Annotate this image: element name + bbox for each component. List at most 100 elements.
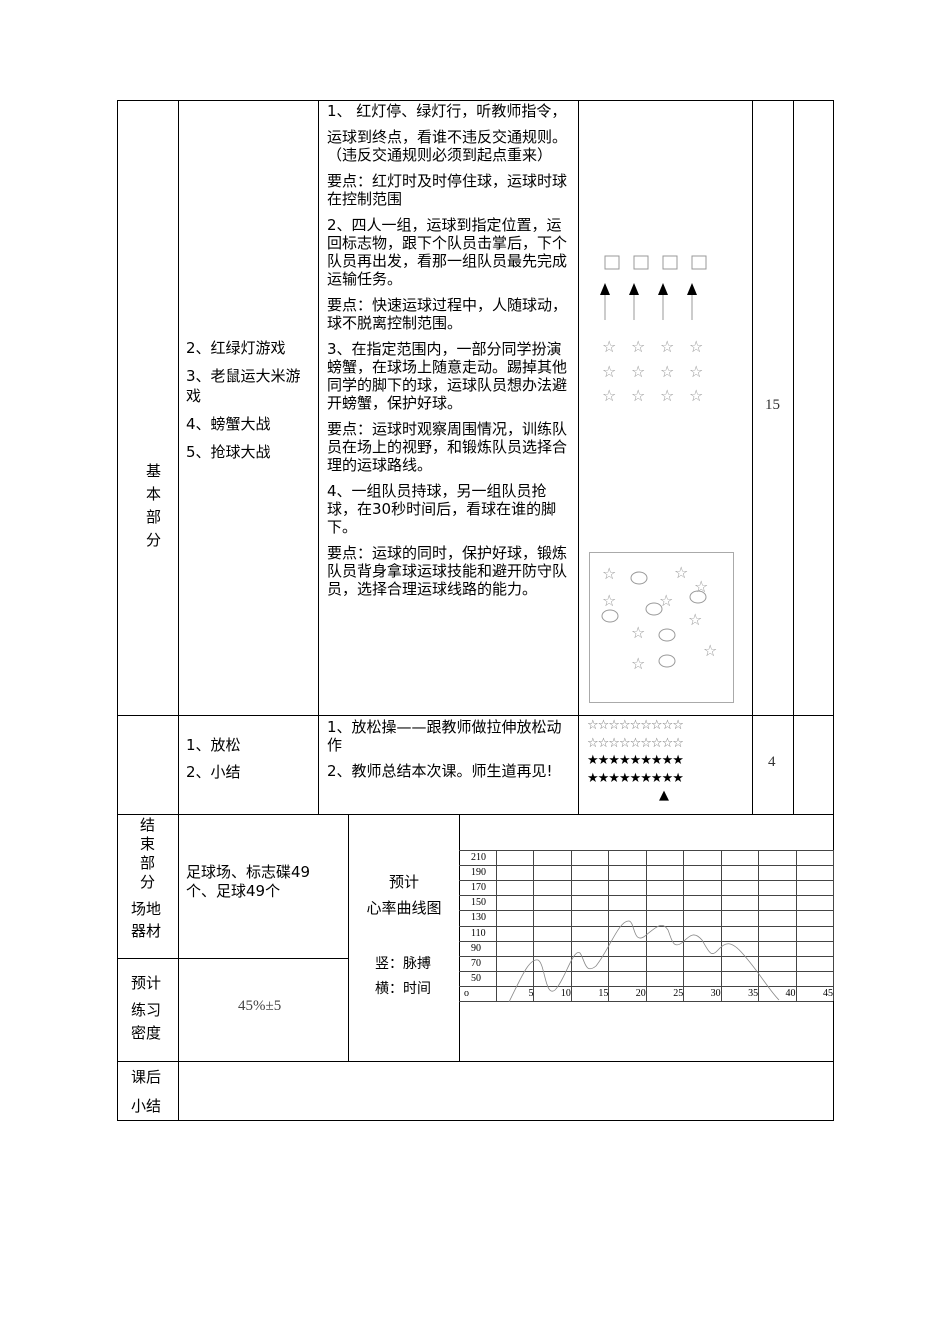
grid-line: [683, 850, 685, 1001]
svg-text:☆: ☆: [689, 386, 703, 405]
label-line: 预计: [388, 873, 419, 891]
grid-line: [758, 850, 760, 1001]
formation-row: ☆☆☆☆☆☆☆☆☆: [587, 718, 684, 733]
svg-text:☆: ☆: [631, 654, 645, 673]
game-item: 2、红绿灯游戏: [186, 339, 286, 357]
game-list: 2、红绿灯游戏 3、老鼠运大米游戏 4、螃蟹大战 5、抢球大战: [186, 338, 314, 470]
ending-item: 1、放松: [186, 736, 241, 754]
label-line: 小结: [131, 1097, 162, 1115]
grid-line: [496, 850, 497, 1001]
y-tick-label: 150: [471, 897, 486, 909]
x-tick-label: 35: [748, 987, 759, 999]
content-paragraph: 要点：运球的同时，保护好球，锻炼队员背身拿球运球技能和避开防守队员，选择合理运球…: [327, 544, 568, 598]
game-item: 4、螃蟹大战: [186, 415, 271, 433]
axis-horizontal-note: 横：时间: [375, 981, 431, 997]
x-tick-label: 30: [710, 987, 721, 999]
grid-line: [608, 850, 610, 1001]
label-line: 练习: [131, 1001, 162, 1019]
ending-content: 1、放松操——跟教师做拉伸放松动作 2、教师总结本次课。师生道再见!: [327, 718, 573, 788]
summary-label: 课后 小结: [131, 1063, 165, 1121]
x-tick-label: 5: [528, 987, 534, 999]
ending-items: 1、放松 2、小结: [186, 736, 314, 790]
label-line: 心率曲线图: [366, 899, 442, 917]
svg-text:☆: ☆: [631, 623, 645, 642]
ending-item: 2、小结: [186, 763, 241, 781]
section-label-basic: 基本部分: [146, 462, 162, 549]
content-paragraph: 要点：红灯时及时停住球，运球时球在控制范围: [327, 172, 568, 208]
content-paragraph: 运球到终点，看谁不违反交通规则。（违反交通规则必须到起点重来）: [327, 128, 568, 164]
label-line: 课后: [131, 1068, 162, 1086]
density-label: 预计 练习 密度: [131, 972, 165, 1045]
content-paragraph: 2、四人一组，运球到指定位置，运回标志物，跟下个队员击掌后，下个队员再出发，看那…: [327, 216, 568, 288]
formation-row: ★★★★★★★★★: [587, 770, 684, 786]
x-tick-label: 10: [560, 987, 571, 999]
svg-text:☆: ☆: [659, 591, 673, 610]
y-tick-label: 90: [471, 942, 481, 954]
grid-line: [645, 850, 647, 1001]
svg-text:☆: ☆: [660, 337, 674, 356]
relay-diagram: ☆ ☆ ☆ ☆ ☆ ☆ ☆ ☆ ☆ ☆ ☆ ☆: [600, 255, 707, 405]
svg-text:☆: ☆: [660, 386, 674, 405]
svg-text:☆: ☆: [602, 362, 616, 381]
axis-vertical-note: 竖：脉搏: [375, 956, 431, 972]
content-paragraph: 3、在指定范围内，一部分同学扮演螃蟹，在球场上随意走动。踢掉其他同学的脚下的球，…: [327, 340, 568, 412]
venue-label: 场地器材: [131, 900, 162, 940]
grid-line: [833, 850, 834, 1001]
content-paragraph: 1、放松操——跟教师做拉伸放松动作: [327, 718, 562, 754]
content-paragraph: 4、一组队员持球，另一组队员抢球，在30秒时间后，看球在谁的脚下。: [327, 482, 557, 536]
grid-line: [570, 850, 572, 1001]
x-tick-label: 40: [785, 987, 796, 999]
svg-text:☆: ☆: [631, 386, 645, 405]
ending-formation: ☆☆☆☆☆☆☆☆☆ ☆☆☆☆☆☆☆☆☆ ★★★★★★★★★ ★★★★★★★★★ …: [587, 717, 684, 805]
label-line: 密度: [131, 1024, 162, 1042]
y-tick-label: 50: [471, 972, 481, 984]
y-tick-label: 130: [471, 912, 486, 924]
svg-text:☆: ☆: [688, 610, 702, 629]
x-tick-label: 25: [673, 987, 684, 999]
svg-text:☆: ☆: [674, 563, 688, 582]
grid-line: [720, 850, 722, 1001]
teacher-marker: ▲: [659, 788, 669, 803]
y-tick-label: 170: [471, 882, 486, 894]
label-line: 预计: [131, 974, 162, 992]
x-tick-label: 15: [598, 987, 609, 999]
svg-text:☆: ☆: [689, 337, 703, 356]
density-value: 45%±5: [238, 998, 282, 1014]
content-paragraph: 2、教师总结本次课。师生道再见!: [327, 762, 553, 780]
y-tick-label: 70: [471, 957, 481, 969]
x-tick-label: 20: [635, 987, 646, 999]
svg-text:☆: ☆: [602, 386, 616, 405]
grid-line: [795, 850, 797, 1001]
svg-text:☆: ☆: [602, 337, 616, 356]
svg-text:☆: ☆: [660, 362, 674, 381]
y-tick-label: 110: [471, 927, 486, 939]
svg-text:☆: ☆: [602, 564, 616, 583]
content-paragraph: 要点：快速运球过程中，人随球动，球不脱离控制范围。: [327, 296, 568, 332]
crab-game-diagram: ☆☆☆☆☆☆☆☆☆: [589, 552, 734, 703]
y-tick-label: 190: [471, 867, 486, 879]
y-tick-label: 210: [471, 852, 486, 863]
formation-row: ★★★★★★★★★: [587, 753, 684, 768]
x-tick-label: o: [464, 987, 469, 999]
x-tick-label: 45: [823, 987, 833, 999]
game-item: 3、老鼠运大米游戏: [186, 367, 301, 405]
formation-row: ☆☆☆☆☆☆☆☆☆: [587, 735, 684, 751]
svg-text:☆: ☆: [694, 577, 708, 596]
venue-value: 足球场、标志碟49个、足球49个: [186, 863, 311, 900]
content-paragraph: 要点：运球时观察周围情况，训练队员在场上的视野，和锻炼队员选择合理的运球路线。: [327, 420, 568, 474]
game-item: 5、抢球大战: [186, 443, 271, 461]
svg-text:☆: ☆: [689, 362, 703, 381]
content-paragraph: 1、 红灯停、绿灯行，听教师指令，: [327, 102, 567, 120]
grid-line: [533, 850, 535, 1001]
heart-rate-curve: [508, 920, 780, 1003]
svg-text:☆: ☆: [602, 591, 616, 610]
basic-content: 1、 红灯停、绿灯行，听教师指令， 运球到终点，看谁不违反交通规则。（违反交通规…: [327, 102, 573, 606]
ending-time: 4: [768, 754, 776, 770]
basic-time: 15: [765, 397, 780, 413]
chart-label: 预计 心率曲线图: [350, 869, 458, 921]
svg-text:☆: ☆: [631, 337, 645, 356]
svg-text:☆: ☆: [631, 362, 645, 381]
ending-section-label: 结束部分: [140, 816, 156, 891]
